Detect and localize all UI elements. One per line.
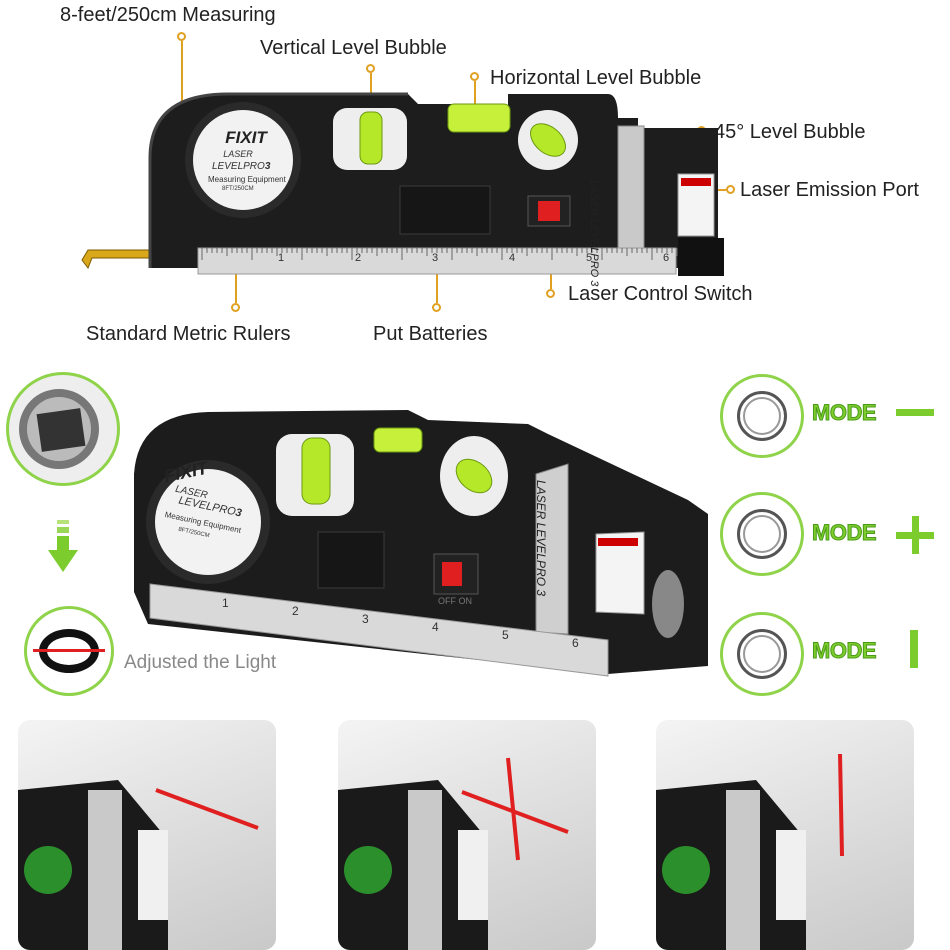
- side-label-angled: LASER LEVELPRO 3: [534, 480, 548, 597]
- ruler-number: 5: [502, 628, 509, 642]
- switch-labels: OFF ON: [438, 596, 473, 606]
- mode-symbol-bar: [910, 630, 918, 668]
- callout-laser-port: Laser Emission Port: [740, 179, 919, 201]
- callout-batteries: Put Batteries: [373, 323, 488, 345]
- callout-rulers: Standard Metric Rulers: [86, 323, 291, 345]
- callout-vertical-bubble: Vertical Level Bubble: [260, 37, 447, 59]
- leader-dot: [546, 289, 555, 298]
- ruler-number: 3: [362, 612, 369, 626]
- ruler-number: 5: [586, 252, 593, 264]
- ruler-number: 6: [572, 636, 579, 650]
- mode-label: MODE: [812, 400, 878, 426]
- down-arrow-icon: [48, 520, 78, 572]
- ruler-number: 4: [432, 620, 439, 634]
- callout-switch: Laser Control Switch: [568, 283, 753, 305]
- ruler-number: 2: [355, 252, 362, 264]
- callout-measuring: 8-feet/250cm Measuring: [60, 4, 276, 26]
- brand-sub-equipment: Measuring Equipment: [208, 175, 286, 184]
- laser-level-device-top: [81, 92, 724, 276]
- leader-dot: [231, 303, 240, 312]
- ruler-number: 3: [432, 252, 439, 264]
- leader-dot: [726, 185, 735, 194]
- ruler-number: 4: [509, 252, 516, 264]
- brand-sub-laser: LASER: [223, 149, 253, 159]
- leader-line: [474, 81, 476, 111]
- ruler-number: 2: [292, 604, 299, 618]
- photo-horizontal-line: [18, 720, 276, 950]
- mode-label: MODE: [812, 638, 878, 664]
- side-label: LASER LEVELPRO 3: [588, 180, 600, 287]
- ruler-number: 1: [278, 252, 285, 264]
- adjust-light-label: Adjusted the Light: [124, 652, 277, 673]
- brand-logo: FIXIT: [225, 128, 267, 147]
- adjust-light-icon: [24, 606, 114, 696]
- knob-closeup: [6, 372, 120, 486]
- mode-symbol-dash: [896, 409, 934, 416]
- ruler-number: 1: [222, 596, 229, 610]
- mode-horizontal-icon: [720, 374, 804, 458]
- leader-dot: [470, 72, 479, 81]
- leader-dot: [366, 64, 375, 73]
- mode-cross-icon: [720, 492, 804, 576]
- leader-dot: [177, 32, 186, 41]
- leader-line: [235, 260, 237, 303]
- mode-vertical-icon: [720, 612, 804, 696]
- mode-label: MODE: [812, 520, 878, 546]
- callout-45-bubble: 45° Level Bubble: [714, 121, 866, 143]
- mode-symbol-plus-v: [912, 516, 919, 554]
- callout-horizontal-bubble: Horizontal Level Bubble: [490, 67, 702, 89]
- laser-level-device-angled: [134, 410, 708, 677]
- brand-sub-size: 8FT/250CM: [222, 186, 254, 192]
- photo-cross-line: [338, 720, 596, 950]
- leader-dot: [432, 303, 441, 312]
- leader-line: [181, 41, 183, 103]
- ruler-number: 6: [663, 252, 670, 264]
- photo-vertical-line: [656, 720, 914, 950]
- brand-sub-levelpro: LEVELPRO3: [212, 161, 271, 172]
